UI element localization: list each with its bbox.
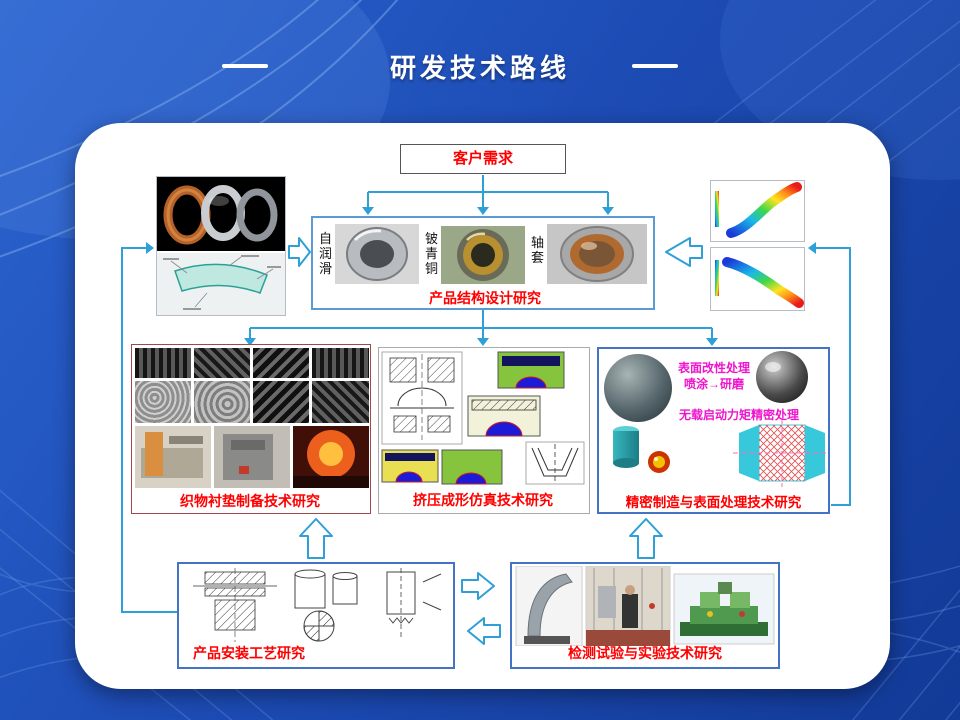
- bushing-photo-bronze: [441, 226, 525, 284]
- fea-result-image-1: [711, 181, 804, 241]
- installation-process-box: 产品安装工艺研究: [177, 562, 455, 669]
- weaving-equipment-photos: [135, 426, 369, 488]
- product-design-box: 自润滑 铍青铜 轴套 产品结构设计研究: [311, 216, 655, 310]
- no-load-torque-note: 无载启动力矩精密处理: [678, 408, 799, 422]
- installation-drawings-image: [193, 568, 442, 642]
- title-accent-line-left: [222, 64, 268, 68]
- extrusion-simulation-box: 挤压成形仿真技术研究: [378, 347, 590, 514]
- extrusion-diagrams-image: [381, 351, 585, 485]
- block-arrow-simulation-to-product: [665, 237, 703, 267]
- block-arrow-photos-to-product: [288, 237, 311, 267]
- block-arrow-install-to-testing: [461, 572, 495, 600]
- fabric-texture-image-4: [312, 348, 369, 378]
- fabric-texture-image-1: [135, 348, 191, 378]
- installation-caption: 产品安装工艺研究: [193, 645, 305, 661]
- slide-title: 研发技术路线: [389, 53, 570, 83]
- fabric-texture-image-6: [312, 381, 369, 423]
- block-arrow-testing-to-install: [467, 617, 501, 645]
- customer-requirements-label: 客户需求: [452, 150, 513, 167]
- extrusion-caption: 挤压成形仿真技术研究: [413, 492, 553, 508]
- surface-treatment-note-line1: 表面改性处理: [677, 361, 750, 375]
- fabric-texture-image-5: [253, 381, 309, 423]
- testing-experiment-box: 检测试验与实验技术研究: [510, 562, 780, 669]
- precision-caption: 精密制造与表面处理技术研究: [625, 495, 802, 510]
- simulation-image-top: [710, 180, 805, 242]
- fabric-texture-image-2: [194, 348, 250, 378]
- testing-equipment-photos: [515, 566, 775, 646]
- sem-micrograph-image-1: [135, 381, 191, 423]
- bearing-rings-photo: [157, 177, 285, 251]
- surface-treatment-note-line2: 喷涂→研磨: [683, 377, 744, 391]
- fabric-texture-image-3: [253, 348, 309, 378]
- testing-caption: 检测试验与实验技术研究: [568, 645, 722, 661]
- bearing-photos-box: [156, 176, 286, 316]
- arrow-right-return-line: [816, 247, 851, 506]
- simulation-image-bottom: [710, 247, 805, 311]
- material-label-self-lubricating: 自润滑: [318, 231, 332, 276]
- fabric-liner-caption: 织物衬垫制备技术研究: [180, 493, 320, 509]
- block-arrow-testing-to-precision: [629, 518, 663, 559]
- precision-parts-image: [604, 351, 828, 487]
- product-design-caption: 产品结构设计研究: [429, 290, 541, 306]
- sem-micrograph-image-2: [194, 381, 250, 423]
- fabric-liner-box: 织物衬垫制备技术研究: [131, 344, 371, 514]
- bushing-photo-steel: [335, 224, 419, 284]
- fea-result-image-2: [711, 248, 804, 310]
- bushing-photo-spherical: [547, 224, 647, 284]
- arrow-product-to-middle-row: [249, 310, 713, 340]
- arrow-customer-to-product: [367, 175, 609, 210]
- material-label-bushing: 轴套: [530, 235, 544, 265]
- precision-manufacturing-box: 表面改性处理 喷涂→研磨 无载启动力矩精密处理 精密制造与表面处理技术研究: [597, 347, 830, 514]
- block-arrow-install-to-fabric: [299, 518, 333, 559]
- customer-requirements-box: 客户需求: [400, 144, 566, 174]
- liner-drawing-image: [157, 253, 285, 315]
- title-accent-line-right: [632, 64, 678, 68]
- arrow-left-return-line: [121, 247, 177, 613]
- material-label-beryllium-bronze: 铍青铜: [424, 231, 438, 276]
